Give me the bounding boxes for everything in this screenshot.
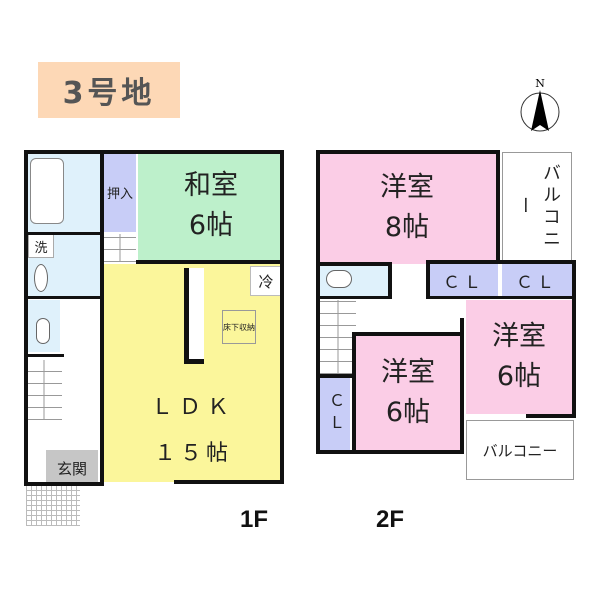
wall — [280, 150, 284, 484]
room-western-6b: 洋室 6帖 — [466, 300, 572, 414]
porch — [26, 486, 80, 526]
wall — [426, 296, 576, 299]
wall — [388, 262, 392, 298]
wall — [24, 150, 28, 486]
wall — [316, 150, 500, 154]
toilet-icon — [36, 318, 50, 344]
kitchen-counter — [184, 268, 204, 364]
bathtub-icon — [30, 158, 64, 224]
room-entrance: 玄関 — [46, 450, 98, 486]
lot-title-badge: 3号地 — [38, 62, 180, 118]
toilet-2f — [318, 264, 390, 296]
room-washitsu: 和室 6帖 — [138, 152, 284, 260]
wall — [426, 260, 430, 298]
bathroom — [26, 152, 102, 232]
wall — [526, 414, 576, 418]
wall — [24, 150, 284, 154]
room-western-8: 洋室 8帖 — [318, 152, 496, 264]
floor1-plan: 押入 和室 6帖 洗 玄関 ＬＤＫ １５帖 冷 床下収納 — [24, 150, 284, 486]
wall — [316, 262, 392, 266]
wall — [316, 374, 356, 378]
wall — [316, 150, 320, 454]
north-compass: N — [518, 76, 562, 136]
wall — [316, 296, 392, 299]
svg-text:N: N — [535, 77, 545, 90]
wall — [174, 480, 284, 484]
wall — [426, 260, 576, 264]
wall — [496, 150, 500, 264]
wall — [352, 332, 462, 336]
wall — [136, 260, 284, 264]
room-oshiire: 押入 — [104, 152, 136, 232]
sink-icon — [34, 264, 48, 292]
balcony-top: バルコニー — [502, 152, 572, 262]
wall — [460, 318, 464, 454]
toilet-1f — [26, 300, 60, 352]
closet-1: ＣＬ — [430, 264, 498, 296]
wall — [24, 232, 104, 235]
wall — [352, 332, 356, 452]
wall — [316, 450, 464, 454]
room-western-6a: 洋室 6帖 — [356, 336, 460, 450]
wall — [24, 482, 104, 486]
toilet-icon — [326, 270, 352, 288]
floor-label-1f: 1F — [240, 506, 269, 533]
balcony-bottom: バルコニー — [466, 420, 574, 480]
shelf — [104, 234, 136, 262]
floor-label-2f: 2F — [376, 506, 405, 533]
washing-machine-space: 洗 — [28, 234, 54, 258]
wall — [24, 354, 64, 357]
north-arrow-icon: N — [520, 77, 560, 132]
closet-3: ＣＬ — [320, 378, 350, 450]
wall — [100, 150, 104, 486]
washroom: 洗 — [26, 232, 102, 296]
wall — [572, 260, 576, 418]
closet-2: ＣＬ — [502, 264, 572, 296]
stairs-2f[interactable] — [320, 300, 356, 374]
floor2-plan: 洋室 8帖 バルコニー ＣＬ ＣＬ ＣＬ 洋室 6帖 洋室 6帖 バルコニー — [316, 150, 576, 480]
underfloor-storage[interactable]: 床下収納 — [222, 310, 256, 344]
stairs-1f[interactable] — [26, 360, 62, 420]
wall — [24, 296, 104, 299]
refrigerator-space: 冷 — [250, 266, 282, 296]
